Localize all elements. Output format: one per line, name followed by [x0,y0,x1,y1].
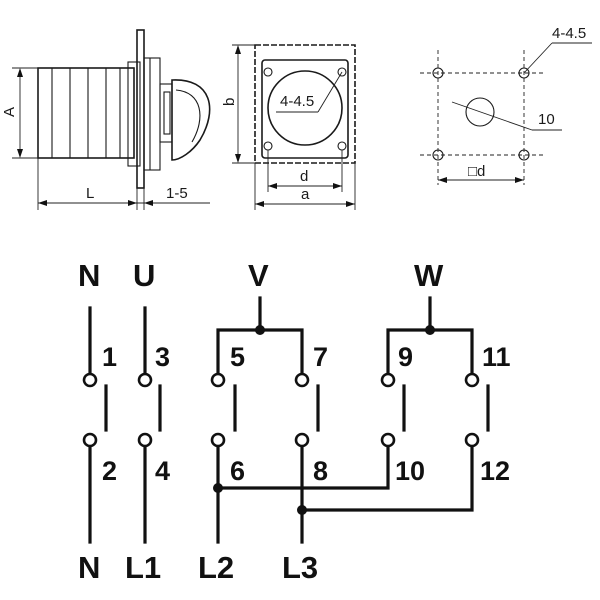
dim-arrow [17,68,23,77]
dim-d-label: d [300,168,308,185]
label-bottom-l1: L1 [125,550,161,585]
inner-plate [261,59,349,159]
mount-hole [263,141,273,151]
knob [171,79,211,161]
wire [300,446,474,512]
center-leader [451,101,533,131]
terminal-number: 4 [155,456,170,486]
switch-body [37,67,135,159]
cutout-hole [518,67,530,79]
terminal [137,372,153,388]
cutout-hole [432,149,444,161]
label-top-u: U [133,258,155,293]
junction-node [213,483,223,493]
dim-arrow [235,154,241,163]
terminal-number: 8 [313,456,328,486]
terminal-number: 11 [482,342,511,372]
dim-arrow [515,177,524,183]
terminal-number: 7 [313,342,328,372]
terminal [380,372,396,388]
terminal-number: 1 [102,342,117,372]
label-top-w: W [414,258,444,293]
terminal [464,372,480,388]
terminal-number: 6 [230,456,245,486]
escutcheon [143,57,161,171]
dim-b-label: b [221,98,238,106]
cutout-center-label: 10 [538,111,555,128]
dim-arrow [128,200,137,206]
terminal [82,432,98,448]
terminal [210,432,226,448]
label-bottom-l3: L3 [282,550,318,585]
mount-hole [337,67,347,77]
terminal [294,432,310,448]
terminal-number: 10 [395,456,425,486]
dim-l-label: L [86,185,94,202]
terminal [294,372,310,388]
label-top-n: N [78,258,100,293]
terminal [380,432,396,448]
dim-panel-label: 1-5 [166,185,188,202]
label-top-v: V [248,258,269,293]
mount-hole [337,141,347,151]
dim-arrow [38,200,47,206]
dim-arrow [268,183,277,189]
wiring-diagram: N U V W 1 2 3 4 5 6 7 8 9 10 11 12 N L1 … [78,258,511,585]
cutout-center-hole [465,97,495,127]
panel-cutout: 4-4.5 10 □d [420,25,592,185]
terminal-number: 2 [102,456,117,486]
shaft-step [163,91,171,135]
front-plate [254,44,356,164]
front-bore [267,70,343,146]
terminal [82,372,98,388]
cutout-hole-label: 4-4.5 [552,25,586,42]
dim-a-label: A [1,107,18,117]
label-bottom-l2: L2 [198,550,234,585]
collar [127,61,141,167]
hole-leader [523,42,553,74]
label-bottom-n: N [78,550,100,585]
front-hole-label: 4-4.5 [280,93,314,110]
cutout-hole [432,67,444,79]
dim-arrow [235,45,241,54]
front-view: 4-4.5 b d a [221,44,356,210]
dim-arrow [333,183,342,189]
side-view: A L 1-5 [1,29,211,210]
dim-arrow [144,200,153,206]
cutout-hole [518,149,530,161]
terminal-number: 12 [480,456,510,486]
dim-arrow [438,177,447,183]
terminal-number: 5 [230,342,245,372]
knob-groove [175,89,201,143]
dim-arrow [17,149,23,158]
junction-node [297,505,307,515]
hole-leader [317,71,343,113]
terminal [210,372,226,388]
dim-arrow [255,201,264,207]
junction-node [255,325,265,335]
junction-node [425,325,435,335]
wire [216,446,390,490]
terminal-number: 9 [398,342,413,372]
terminal-number: 3 [155,342,170,372]
terminal [464,432,480,448]
terminal [137,432,153,448]
dim-arrow [346,201,355,207]
dim-a2-label: a [301,186,310,203]
cutout-square-label: □d [468,163,485,180]
mount-hole [263,67,273,77]
